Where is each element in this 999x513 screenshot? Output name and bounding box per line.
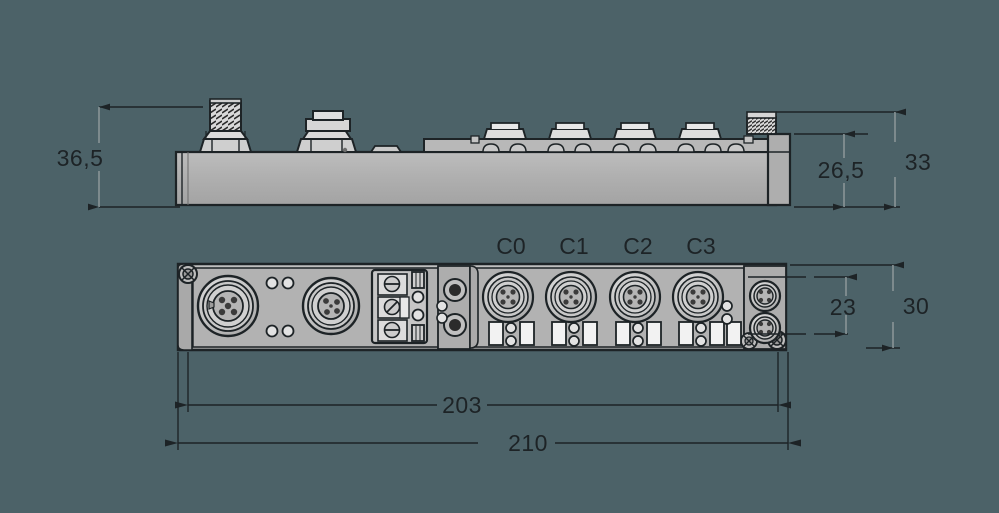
front-connector-c1 [544, 270, 598, 347]
front-connector-group-c0c3 [481, 270, 742, 347]
front-label-window-c2-a [615, 321, 631, 346]
port-label-c3: C3 [686, 233, 715, 259]
front-round-ports-middle [436, 278, 467, 337]
front-connector-c2 [608, 270, 662, 347]
front-connector-power-in [196, 274, 260, 338]
front-label-window-c0-a [488, 321, 504, 346]
dimension-203: 203 [175, 352, 791, 418]
front-module-divider-curve [469, 265, 479, 349]
side-connector-m12-power [198, 98, 253, 153]
front-connector-c3 [671, 270, 742, 347]
side-cap-c0 [482, 128, 528, 140]
side-view-body [174, 150, 778, 207]
port-label-c2: C2 [623, 233, 652, 259]
side-connector-caps [482, 122, 723, 140]
port-label-c0: C0 [496, 233, 525, 259]
dimension-23: 23 [748, 273, 866, 338]
dimension-36-5: 36,5 [57, 103, 203, 211]
front-leds-power [265, 276, 295, 338]
side-cap-c1 [547, 128, 593, 140]
dimension-33: 33 [776, 108, 932, 211]
front-label-window-c3-a [678, 321, 694, 346]
front-label-window-c2-b [646, 321, 662, 346]
side-connector-cable-gland [295, 110, 358, 153]
front-left-rail [177, 263, 193, 351]
port-label-c1: C1 [559, 233, 588, 259]
side-small-bump [369, 145, 403, 153]
dim-label-26-5: 26,5 [818, 157, 865, 183]
side-view-right-endblock [766, 132, 792, 207]
dimension-30: 30 [790, 261, 930, 352]
dim-label-36-5: 36,5 [57, 145, 104, 171]
side-notch-left [470, 135, 480, 144]
front-label-window-c1-a [551, 321, 567, 346]
side-view: 36,5 26,5 33 [57, 98, 932, 211]
dim-label-210: 210 [508, 430, 548, 456]
front-led-extra-b [721, 313, 733, 325]
side-connector-m8 [746, 111, 777, 135]
dim-label-23: 23 [830, 294, 857, 320]
front-label-window-c1-b [582, 321, 598, 346]
side-notch-right [743, 135, 754, 144]
front-mounting-hole-topleft [178, 264, 198, 284]
front-label-window-c3-b [709, 321, 725, 346]
dimension-26-5: 26,5 [794, 130, 868, 211]
front-connector-bus [301, 276, 361, 336]
side-screw-dot [342, 147, 348, 153]
front-label-window-c0-b [519, 321, 535, 346]
side-led-windows [482, 143, 745, 153]
front-led-extra-a [721, 300, 733, 312]
front-label-window-c3-c [726, 321, 742, 346]
side-cap-c2 [612, 128, 658, 140]
side-cap-c3 [677, 128, 723, 140]
dim-label-30: 30 [903, 293, 930, 319]
front-connector-c0 [481, 270, 535, 347]
dimension-210: 210 [165, 352, 801, 456]
dim-label-33: 33 [905, 149, 932, 175]
front-view: C0 C1 C2 C3 23 30 203 [165, 233, 930, 456]
front-terminal-block [370, 268, 429, 345]
dim-label-203: 203 [442, 392, 482, 418]
